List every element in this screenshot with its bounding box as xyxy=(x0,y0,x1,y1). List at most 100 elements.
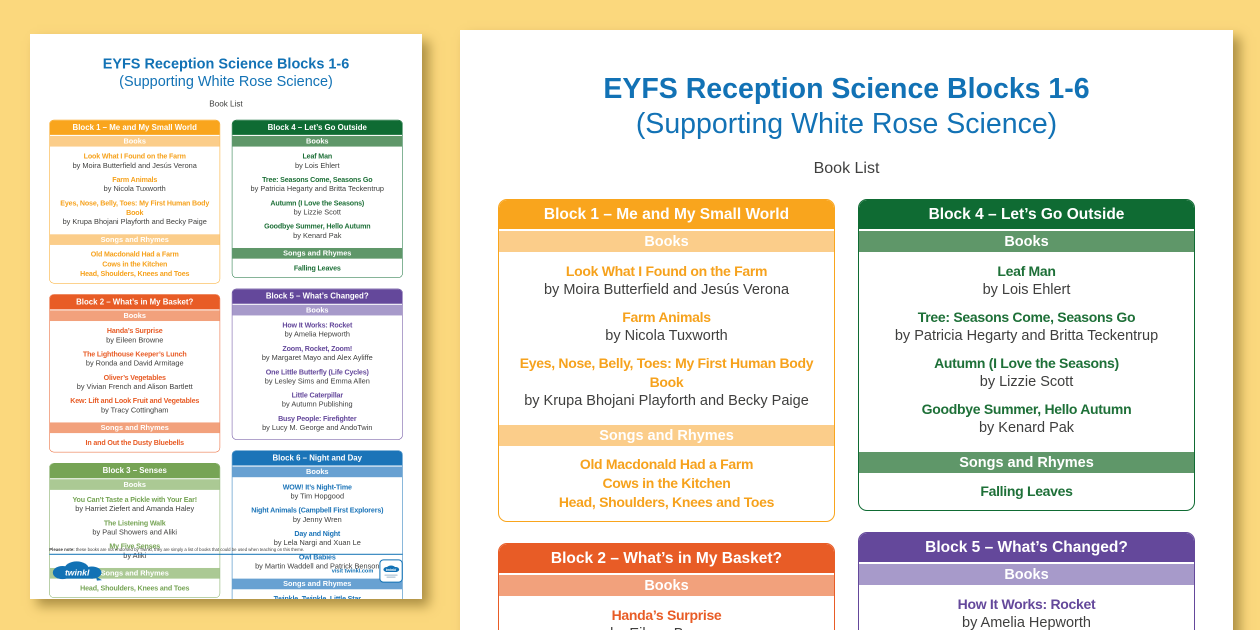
book-author: by Tim Hopgood xyxy=(290,492,345,501)
book-entry: Autumn (I Love the Seasons)by Lizzie Sco… xyxy=(235,198,399,217)
book-author: by Lois Ehlert xyxy=(294,161,340,170)
book-title: Tree: Seasons Come, Seasons Go xyxy=(917,309,1136,325)
visit-link[interactable]: visit twinkl.com xyxy=(331,567,374,575)
book-author: by Krupa Bhojani Playforth and Becky Pai… xyxy=(62,218,207,227)
song-item: Cows in the Kitchen xyxy=(602,475,731,491)
block-header: Block 5 – What’s Changed? xyxy=(232,289,403,304)
book-title: The Lighthouse Keeper’s Lunch xyxy=(82,349,187,359)
book-title: Look What I Found on the Farm xyxy=(83,152,186,161)
songs-band-label: Songs and Rhymes xyxy=(232,247,403,259)
books-band-label: Books xyxy=(499,575,834,596)
book-title: You Can’t Taste a Pickle with Your Ear! xyxy=(72,495,197,504)
book-entry: Leaf Man by Lois Ehlert xyxy=(865,262,1188,300)
book-author: by Aliki xyxy=(123,551,147,560)
book-author: by Moira Butterfield and Jesús Verona xyxy=(543,282,790,298)
books-list: You Can’t Taste a Pickle with Your Ear!b… xyxy=(50,491,220,567)
books-band-label: Books xyxy=(232,135,403,147)
book-title: How It Works: Rocket xyxy=(282,321,353,330)
book-title: Look What I Found on the Farm xyxy=(565,263,768,279)
book-title: Farm Animals xyxy=(622,309,711,325)
book-title: My Five Senses xyxy=(109,542,161,551)
songs-band-label: Songs and Rhymes xyxy=(859,452,1194,473)
book-title: Day and Night xyxy=(294,529,341,538)
document-subtitle: Book List xyxy=(813,160,880,177)
page-thumbnail[interactable]: EYFS Reception Science Blocks 1-6 (Suppo… xyxy=(30,34,422,599)
book-title: Goodbye Summer, Hello Autumn xyxy=(264,222,371,231)
block-header: Block 1 – Me and My Small World xyxy=(499,200,834,229)
book-title: Eyes, Nose, Belly, Toes: My First Human … xyxy=(519,355,814,390)
twinkl-logo-icon: twinkl xyxy=(52,561,103,581)
page-zoomed[interactable]: EYFS Reception Science Blocks 1-6 (Suppo… xyxy=(460,30,1233,630)
book-title: Oliver’s Vegetables xyxy=(103,373,166,382)
song-item: Head, Shoulders, Knees and Toes xyxy=(80,583,190,592)
twinkl-quality-badge: twinkl xyxy=(379,559,403,583)
book-title: WOW! It’s Night-Time xyxy=(282,482,352,491)
book-entry: Look What I Found on the Farm by Moira Bu… xyxy=(505,262,828,300)
block-header: Block 4 – Let’s Go Outside xyxy=(232,120,403,135)
book-author: by Kenard Pak xyxy=(978,420,1075,436)
block-header: Block 4 – Let’s Go Outside xyxy=(859,200,1194,229)
book-title: Busy People: Firefighter xyxy=(278,414,357,423)
songs-list: In and Out the Dusty Bluebells xyxy=(50,434,220,452)
badge-cloud-text: twinkl xyxy=(386,568,397,572)
book-author: by Margaret Mayo and Alex Ayliffe xyxy=(261,353,373,363)
book-list-sheet: EYFS Reception Science Blocks 1-6 (Suppo… xyxy=(460,30,1233,630)
document-title-line2: (Supporting White Rose Science) xyxy=(635,108,1058,140)
songs-band-label: Songs and Rhymes xyxy=(49,422,220,434)
book-author: by Harriet Ziefert and Amanda Haley xyxy=(75,505,195,514)
footer-right: visit twinkl.com twinkl xyxy=(331,559,403,583)
book-author: by Lois Ehlert xyxy=(982,282,1071,298)
document-title: EYFS Reception Science Blocks 1-6 (Suppo… xyxy=(49,55,402,90)
book-title: Handa’s Surprise xyxy=(611,607,722,623)
book-author: by Lizzie Scott xyxy=(979,374,1074,390)
book-title: Zoom, Rocket, Zoom! xyxy=(282,344,353,353)
book-entry: Eyes, Nose, Belly, Toes: My First Human … xyxy=(505,354,828,411)
book-title: Autumn (I Love the Seasons) xyxy=(934,355,1119,371)
book-title: Kew: Lift and Look Fruit and Vegetables xyxy=(70,396,200,405)
book-title: Leaf Man xyxy=(302,152,333,161)
books-band-label: Books xyxy=(49,310,220,322)
book-author: by Kenard Pak xyxy=(293,231,342,240)
book-title: Leaf Man xyxy=(997,263,1056,279)
book-title: Eyes, Nose, Belly, Toes: My First Human … xyxy=(60,198,210,217)
book-author: by Lizzie Scott xyxy=(293,208,341,217)
books-band-label: Books xyxy=(232,466,403,478)
books-band-label: Books xyxy=(49,479,220,490)
book-entry: Autumn (I Love the Seasons) by Lizzie Sco… xyxy=(865,354,1188,392)
book-author: by Eileen Browne xyxy=(505,625,828,630)
book-author: by Jenny Wren xyxy=(292,515,342,524)
book-author: by Tracy Cottingham xyxy=(100,406,169,415)
badge-decor-line xyxy=(384,574,398,576)
book-author: by Martin Waddell and Patrick Benson xyxy=(255,562,380,571)
twinkl-logo-text: twinkl xyxy=(65,568,90,578)
block-header: Block 2 – What’s in My Basket? xyxy=(49,294,220,310)
book-author: by Moira Butterfield and Jesús Verona xyxy=(72,161,197,170)
document-title-line2: (Supporting White Rose Science) xyxy=(119,73,333,90)
book-entry: Zoom, Rocket, Zoom!by Margaret Mayo and … xyxy=(235,344,399,363)
book-entry: Handa’s Surprise by Eileen Browne xyxy=(505,606,828,630)
